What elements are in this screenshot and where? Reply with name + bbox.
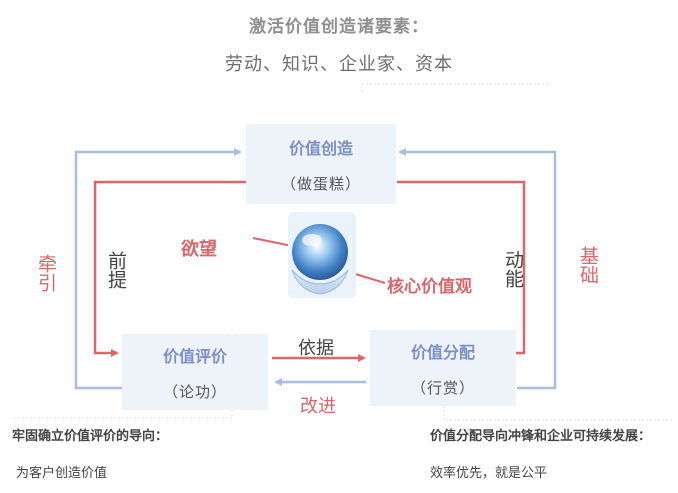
left-note-title: 牢固确立价值评价的导向：	[12, 429, 169, 444]
header-title: 激活价值创造诸要素：	[249, 17, 429, 37]
value-evaluation-box: 价值评价 （论功）	[122, 334, 268, 410]
right-note-text: 效率优先，就是公平	[430, 466, 548, 481]
value-evaluation-title: 价值评价	[162, 346, 227, 366]
pull-label: 牵引	[35, 254, 57, 292]
left-note-text: 为客户创造价值	[16, 466, 108, 481]
foundation-label: 基础	[577, 246, 599, 284]
foundation-arrow	[398, 148, 557, 390]
value-distribution-sub: （行赏）	[410, 378, 475, 397]
value-creation-title: 价值创造	[288, 138, 353, 158]
core-values-label: 核心价值观	[387, 277, 472, 297]
value-distribution-box: 价值分配 （行赏）	[370, 330, 516, 406]
power-label: 动能	[502, 250, 524, 288]
right-guide-line	[443, 402, 672, 421]
premise-arrow	[93, 180, 246, 357]
value-distribution-title: 价值分配	[410, 342, 475, 362]
top-guide-line	[361, 83, 550, 92]
value-creation-box: 价值创造 （做蛋糕）	[246, 124, 396, 204]
desire-label: 欲望	[181, 239, 217, 260]
improve-label: 改进	[300, 396, 336, 417]
power-arrow	[397, 180, 526, 357]
header-subtitle: 劳动、知识、企业家、资本	[225, 54, 453, 75]
premise-label: 前提	[105, 251, 127, 289]
globe-hands-icon	[288, 212, 356, 298]
pull-arrow	[74, 148, 242, 390]
value-evaluation-sub: （论功）	[162, 382, 227, 401]
basis-label: 依据	[298, 338, 334, 359]
right-note-title: 价值分配导向冲锋和企业可持续发展：	[430, 429, 652, 444]
value-creation-sub: （做蛋糕）	[280, 174, 361, 193]
